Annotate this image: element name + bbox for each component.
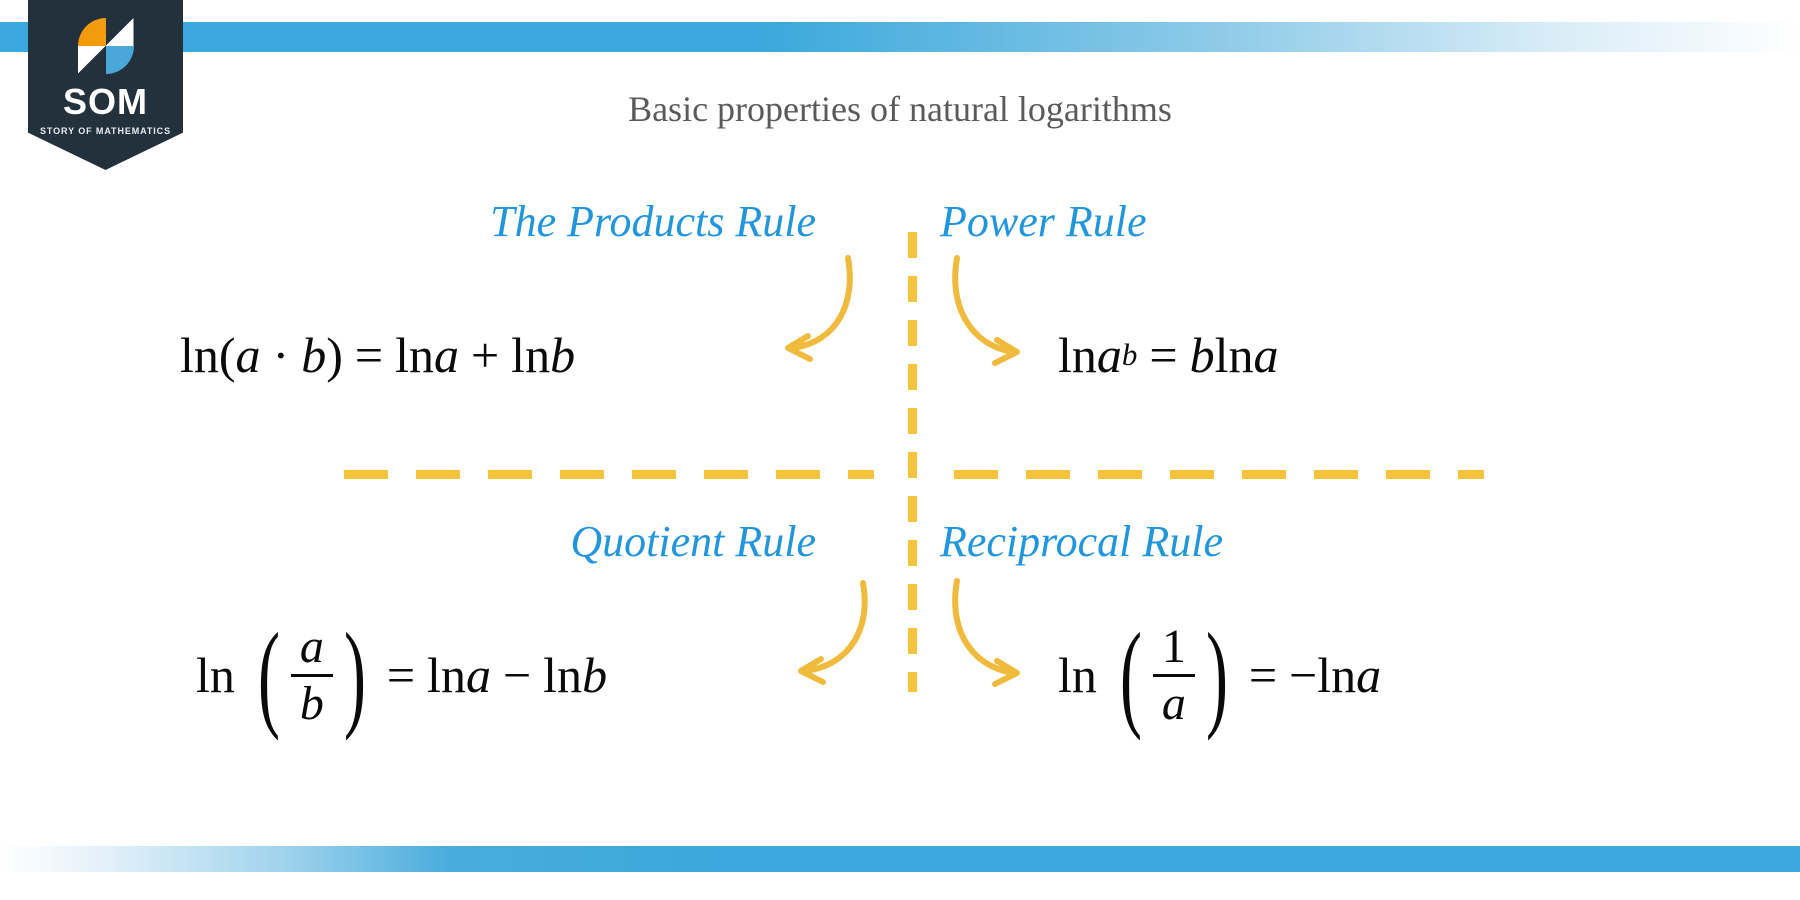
formula-ln-1: ln — [395, 327, 434, 383]
formula-var-b: b — [301, 327, 327, 383]
logo-quadrant-bottom-left — [77, 46, 106, 74]
formula-var-a: a — [235, 327, 261, 383]
fraction-bar — [1152, 673, 1195, 677]
horizontal-dashed-divider-right — [954, 470, 1484, 479]
formula-lhs-var: a — [1096, 327, 1122, 383]
formula-minus: − — [502, 647, 532, 703]
curved-arrow-right-reciprocal — [952, 578, 1020, 687]
formula-fraction: 1 a — [1152, 619, 1195, 730]
som-logo-icon — [77, 18, 134, 74]
formula-rhs-var-a: a — [465, 647, 491, 703]
formula-open-paren: ( — [257, 607, 280, 741]
rule-heading-power: Power Rule — [940, 197, 1147, 246]
formula-fraction: a b — [290, 619, 333, 730]
formula-equals: = — [1149, 327, 1178, 383]
formula-rhs-var-b: b — [550, 327, 576, 383]
formula-equals: = — [386, 647, 416, 703]
horizontal-dashed-divider-left — [344, 470, 874, 479]
formula-fraction-group: ( 1 a ) — [1111, 607, 1237, 741]
formula-ln-1: ln — [427, 647, 466, 703]
fraction-numerator: 1 — [1161, 619, 1186, 673]
formula-rhs-coefficient: b — [1189, 327, 1215, 383]
formula-close-paren: ) — [343, 607, 366, 741]
fraction-denominator: a — [1161, 676, 1186, 730]
formula-rhs-var-a: a — [433, 327, 459, 383]
formula-lhs-ln: ln — [1058, 327, 1097, 383]
formula-close-paren: ) — [1205, 607, 1228, 741]
logo-quadrant-top-left — [77, 18, 106, 46]
formula-equals: = — [354, 327, 384, 383]
formula-minus: − — [1289, 647, 1318, 703]
formula-rhs-ln: ln — [1214, 327, 1254, 383]
rule-heading-reciprocal: Reciprocal Rule — [940, 517, 1224, 566]
formula-rhs-var-b: b — [582, 647, 608, 703]
curved-arrow-left-products — [785, 255, 853, 362]
rule-heading-products: The Products Rule — [490, 197, 816, 246]
formula-dot: · — [272, 327, 290, 383]
curved-arrow-right-power — [952, 255, 1020, 366]
formula-lead: ln( — [180, 327, 236, 383]
som-logo-banner: SOM STORY OF MATHEMATICS — [28, 0, 183, 170]
formula-ln-2: ln — [511, 327, 551, 383]
formula-fraction-group: ( a b ) — [249, 607, 375, 741]
bottom-accent-bar — [0, 846, 1800, 872]
rule-heading-quotient: Quotient Rule — [570, 517, 816, 566]
formula-plus: + — [470, 327, 500, 383]
brand-tagline: STORY OF MATHEMATICS — [39, 126, 171, 136]
formula-rhs-var: a — [1356, 647, 1382, 703]
logo-quadrant-top-right — [105, 18, 134, 46]
formula-lhs-ln: ln — [1058, 647, 1097, 703]
formula-open-paren: ( — [1119, 607, 1142, 741]
formula-lhs-ln: ln — [196, 647, 235, 703]
vertical-dashed-divider — [908, 232, 917, 692]
formula-rhs-ln: ln — [1317, 647, 1357, 703]
logo-quadrant-bottom-right — [105, 46, 134, 74]
formula-equals: = — [1248, 647, 1278, 703]
formula-rhs-var: a — [1253, 327, 1279, 383]
formula-close-paren: ) — [326, 327, 343, 383]
page-title: Basic properties of natural logarithms — [628, 89, 1172, 129]
formula-ln-2: ln — [543, 647, 583, 703]
fraction-denominator: b — [299, 676, 324, 730]
curved-arrow-left-quotient — [798, 580, 868, 685]
formula-exponent: b — [1121, 337, 1138, 372]
fraction-numerator: a — [299, 619, 324, 673]
top-accent-bar — [0, 22, 1800, 52]
fraction-bar — [290, 673, 333, 677]
brand-name: SOM — [62, 81, 148, 122]
